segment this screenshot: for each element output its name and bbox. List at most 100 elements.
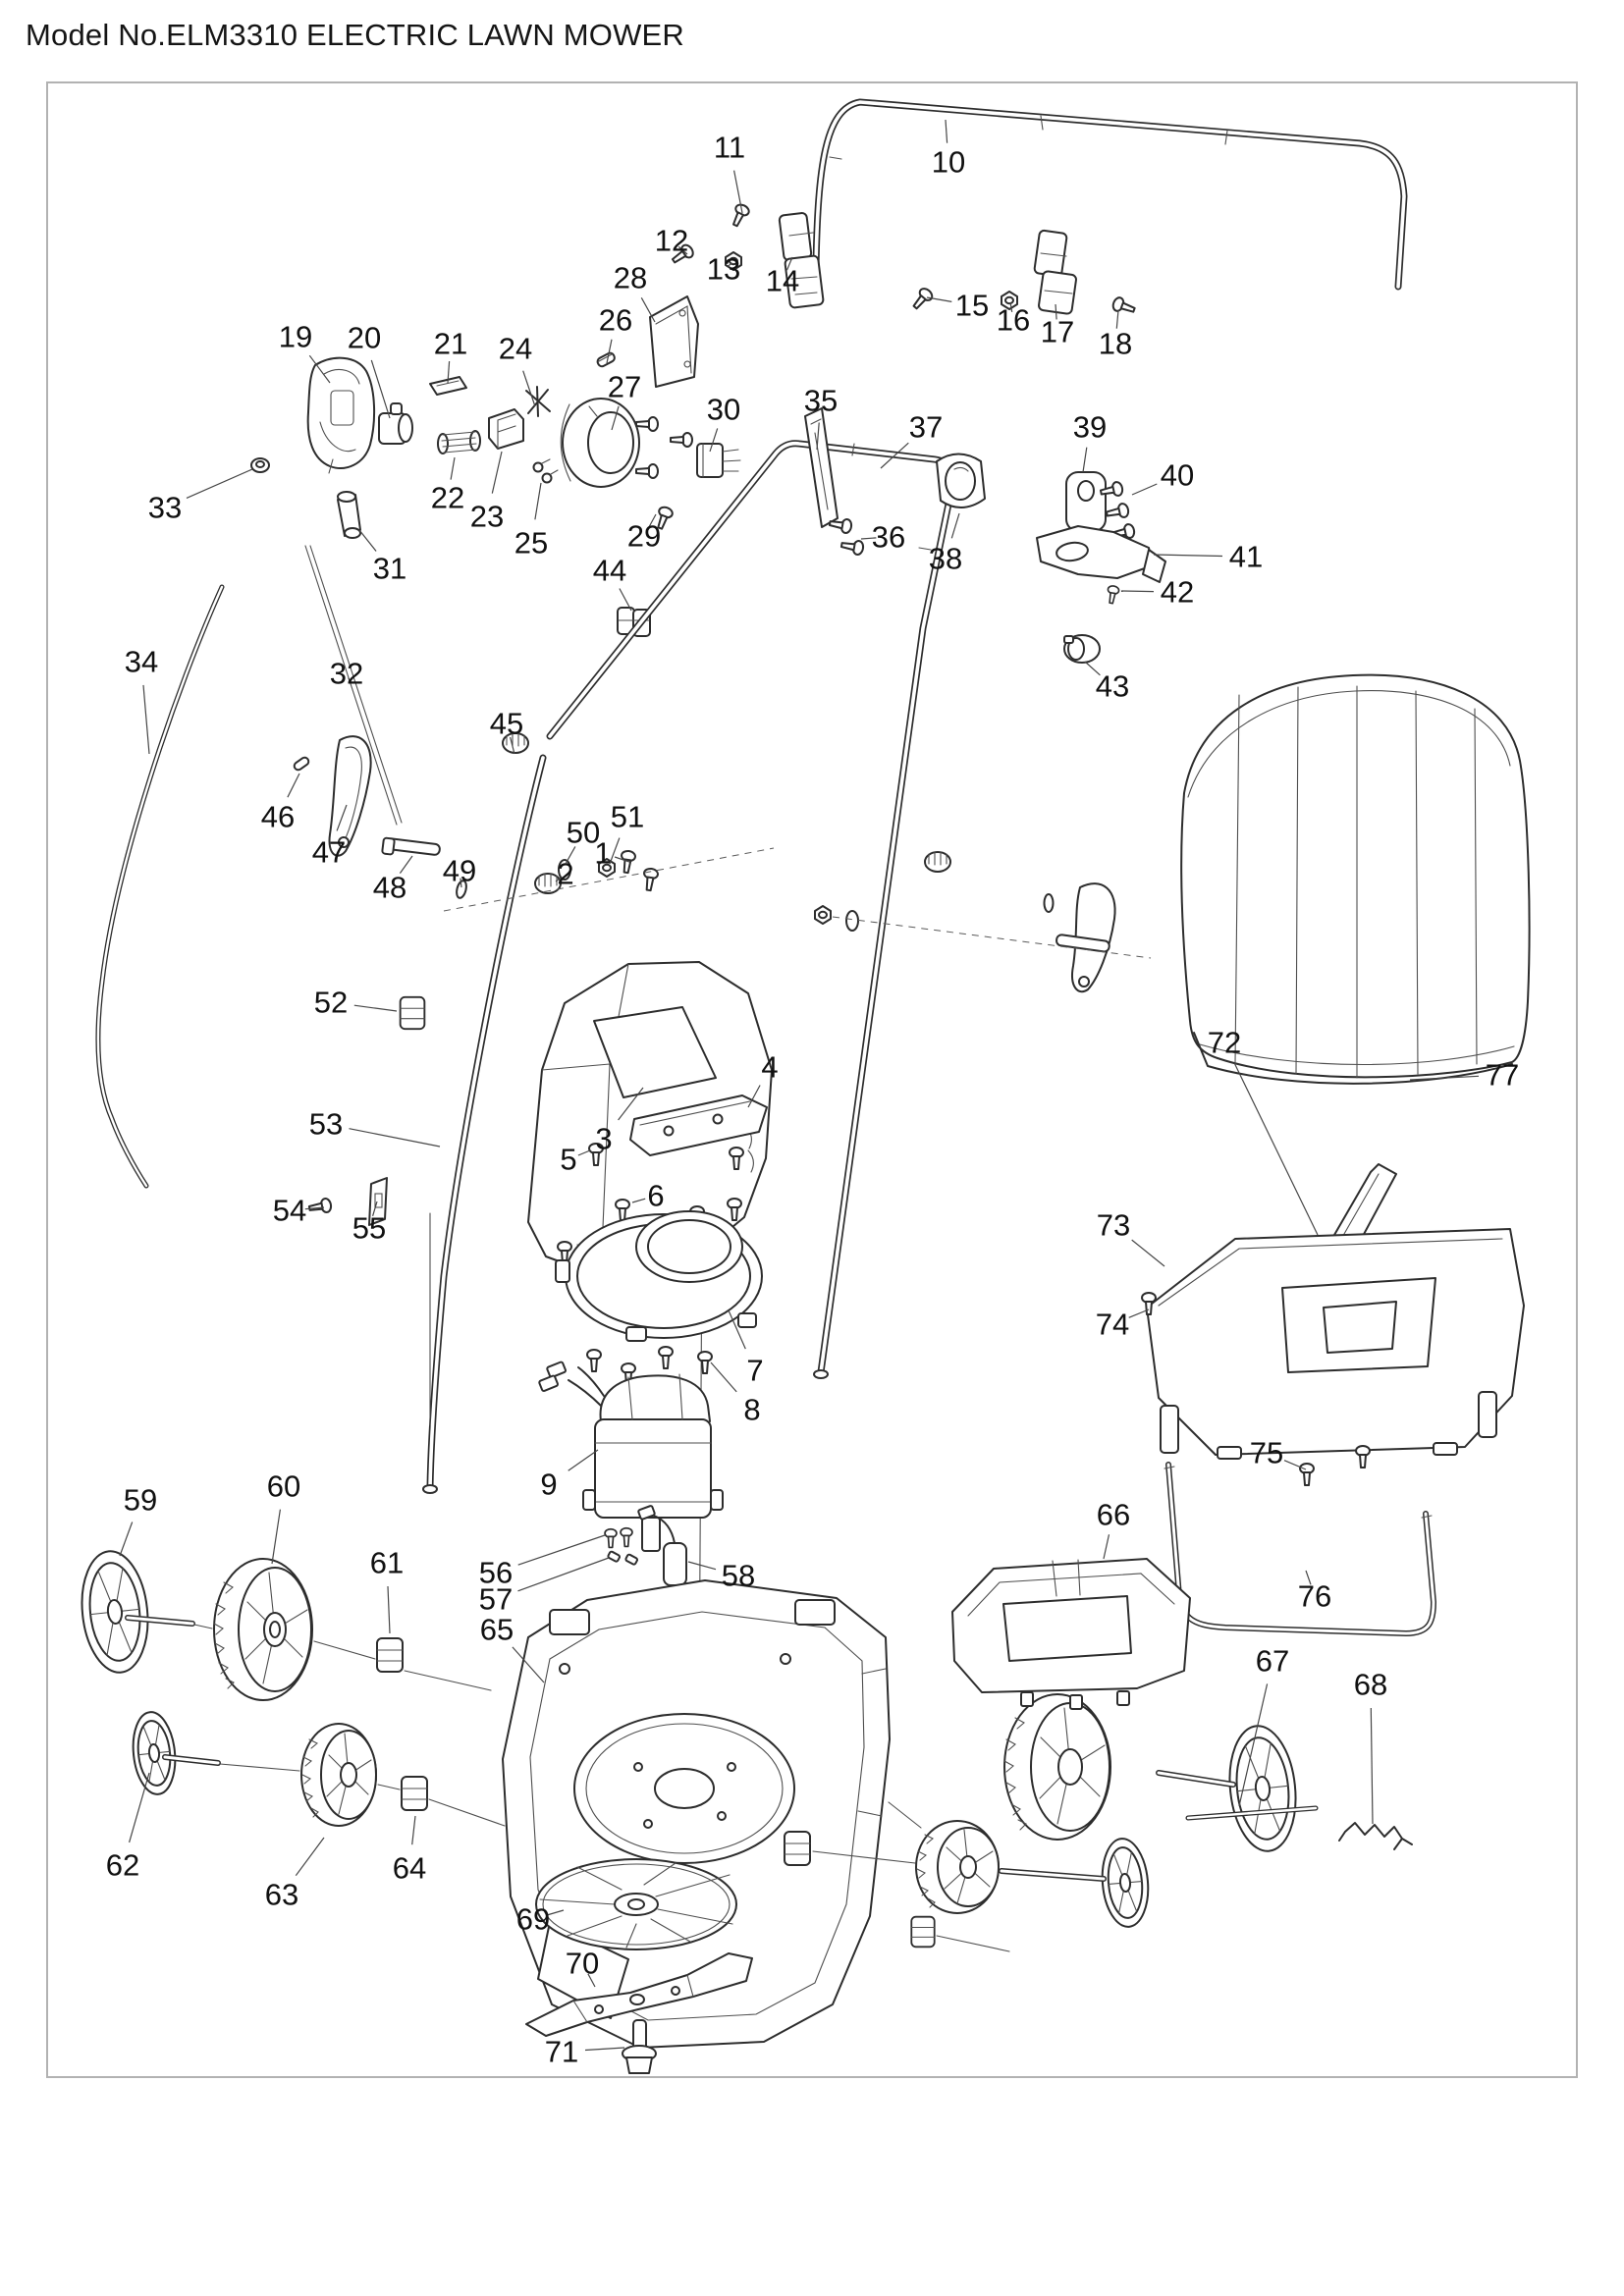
leader-line-1 <box>614 856 630 863</box>
grass-bag-77 <box>1180 673 1531 1085</box>
hubcap-right-front <box>1101 1838 1150 1928</box>
leader-line-64 <box>411 1815 416 1845</box>
part-label-60: 60 <box>267 1469 300 1504</box>
page-title: Model No.ELM3310 ELECTRIC LAWN MOWER <box>26 18 685 52</box>
leader-line-2 <box>555 877 562 882</box>
leader-line-29 <box>648 513 657 527</box>
washer-50 <box>558 859 571 881</box>
part-label-43: 43 <box>1096 669 1129 704</box>
housing-cup-27 <box>560 398 640 488</box>
pin-46 <box>293 756 310 772</box>
leader-line-24 <box>522 370 536 407</box>
part-label-11: 11 <box>714 131 745 165</box>
rear-cover-66 <box>951 1558 1191 1710</box>
part-label-74: 74 <box>1096 1308 1129 1342</box>
blade-holder-4 <box>629 1095 768 1156</box>
part-label-27: 27 <box>608 370 641 404</box>
screw-75a <box>1299 1463 1315 1486</box>
part-label-28: 28 <box>614 261 647 295</box>
handle-clamp-right <box>1033 229 1077 315</box>
cover-plate-28 <box>649 295 699 388</box>
leader-line-68 <box>1370 1707 1374 1825</box>
washer-50-right <box>845 910 859 932</box>
part-label-30: 30 <box>707 393 740 427</box>
screw-29b <box>670 432 693 448</box>
leader-line-50 <box>565 846 576 865</box>
part-label-71: 71 <box>545 2035 578 2069</box>
clamp-64 <box>401 1776 428 1811</box>
rod-32b <box>309 545 403 824</box>
part-label-8: 8 <box>743 1393 760 1427</box>
part-label-39: 39 <box>1073 410 1107 445</box>
part-label-37: 37 <box>909 410 943 445</box>
leader-line-35 <box>816 422 820 451</box>
switch-block-23 <box>488 408 524 450</box>
part-label-31: 31 <box>373 552 406 586</box>
clamp-right-front <box>910 1915 936 1949</box>
part-label-25: 25 <box>514 526 548 561</box>
leader-line-70 <box>587 1973 596 1988</box>
leader-line-73 <box>1131 1239 1165 1267</box>
leader-line-63 <box>295 1837 325 1877</box>
pin-48-right <box>1056 934 1110 953</box>
pin-48 <box>381 836 441 856</box>
leader-line-66 <box>1103 1534 1110 1560</box>
part-label-23: 23 <box>470 500 504 534</box>
axle-right-rear <box>1156 1770 1236 1788</box>
part-label-21: 21 <box>434 327 467 361</box>
part-label-45: 45 <box>490 707 523 741</box>
part-label-55: 55 <box>352 1211 386 1246</box>
part-label-61: 61 <box>370 1546 404 1580</box>
leader-line-22 <box>450 456 456 480</box>
switch-cylinder <box>378 402 413 445</box>
leader-line-18 <box>1115 309 1119 329</box>
part-label-76: 76 <box>1298 1579 1331 1614</box>
screw-8c <box>658 1346 674 1369</box>
leader-line-62 <box>129 1772 150 1843</box>
motor-9 <box>538 1361 724 1552</box>
bracket-30 <box>696 443 741 478</box>
leader-line-10 <box>945 119 948 143</box>
screw-8d <box>697 1351 713 1374</box>
leader-line-51 <box>609 837 621 865</box>
leader-line-37 <box>880 442 909 469</box>
part-label-33: 33 <box>148 491 182 525</box>
grommet-33 <box>250 457 270 473</box>
part-label-68: 68 <box>1354 1668 1387 1702</box>
part-label-59: 59 <box>124 1483 157 1518</box>
part-label-3: 3 <box>595 1122 612 1156</box>
clip-57a <box>607 1550 622 1563</box>
cap-45-right <box>924 851 951 873</box>
screw-42 <box>1105 584 1121 606</box>
axle-59 <box>125 1615 195 1627</box>
leader-line-76 <box>1305 1570 1312 1585</box>
part-label-1: 1 <box>594 836 611 871</box>
leader-line-6 <box>631 1198 646 1203</box>
part-label-34: 34 <box>125 645 158 679</box>
part-label-15: 15 <box>955 289 989 323</box>
part-label-75: 75 <box>1250 1436 1283 1470</box>
clamp-61 <box>376 1637 404 1673</box>
part-label-58: 58 <box>722 1559 755 1593</box>
screw-56a <box>604 1527 618 1549</box>
clip-25 <box>532 458 559 484</box>
axis-dash-left <box>443 847 775 912</box>
leader-line-43 <box>1084 661 1101 676</box>
part-label-22: 22 <box>431 481 464 515</box>
leader-line-16 <box>1009 301 1013 313</box>
screw-15 <box>908 285 936 313</box>
axle-right-front <box>999 1868 1107 1882</box>
part-label-12: 12 <box>655 224 688 258</box>
part-label-44: 44 <box>593 554 626 588</box>
leader-line-55 <box>372 1201 378 1216</box>
leader-line-38 <box>950 512 960 539</box>
leader-line-9 <box>568 1449 599 1471</box>
leader-line-42 <box>1120 590 1155 593</box>
clamp-right-rear <box>784 1831 811 1866</box>
handle-clamp-left <box>778 212 825 309</box>
part-label-47: 47 <box>312 835 346 870</box>
leader-line-54 <box>304 1206 325 1210</box>
fan-69 <box>535 1858 737 1950</box>
screw-40b <box>1104 502 1131 522</box>
